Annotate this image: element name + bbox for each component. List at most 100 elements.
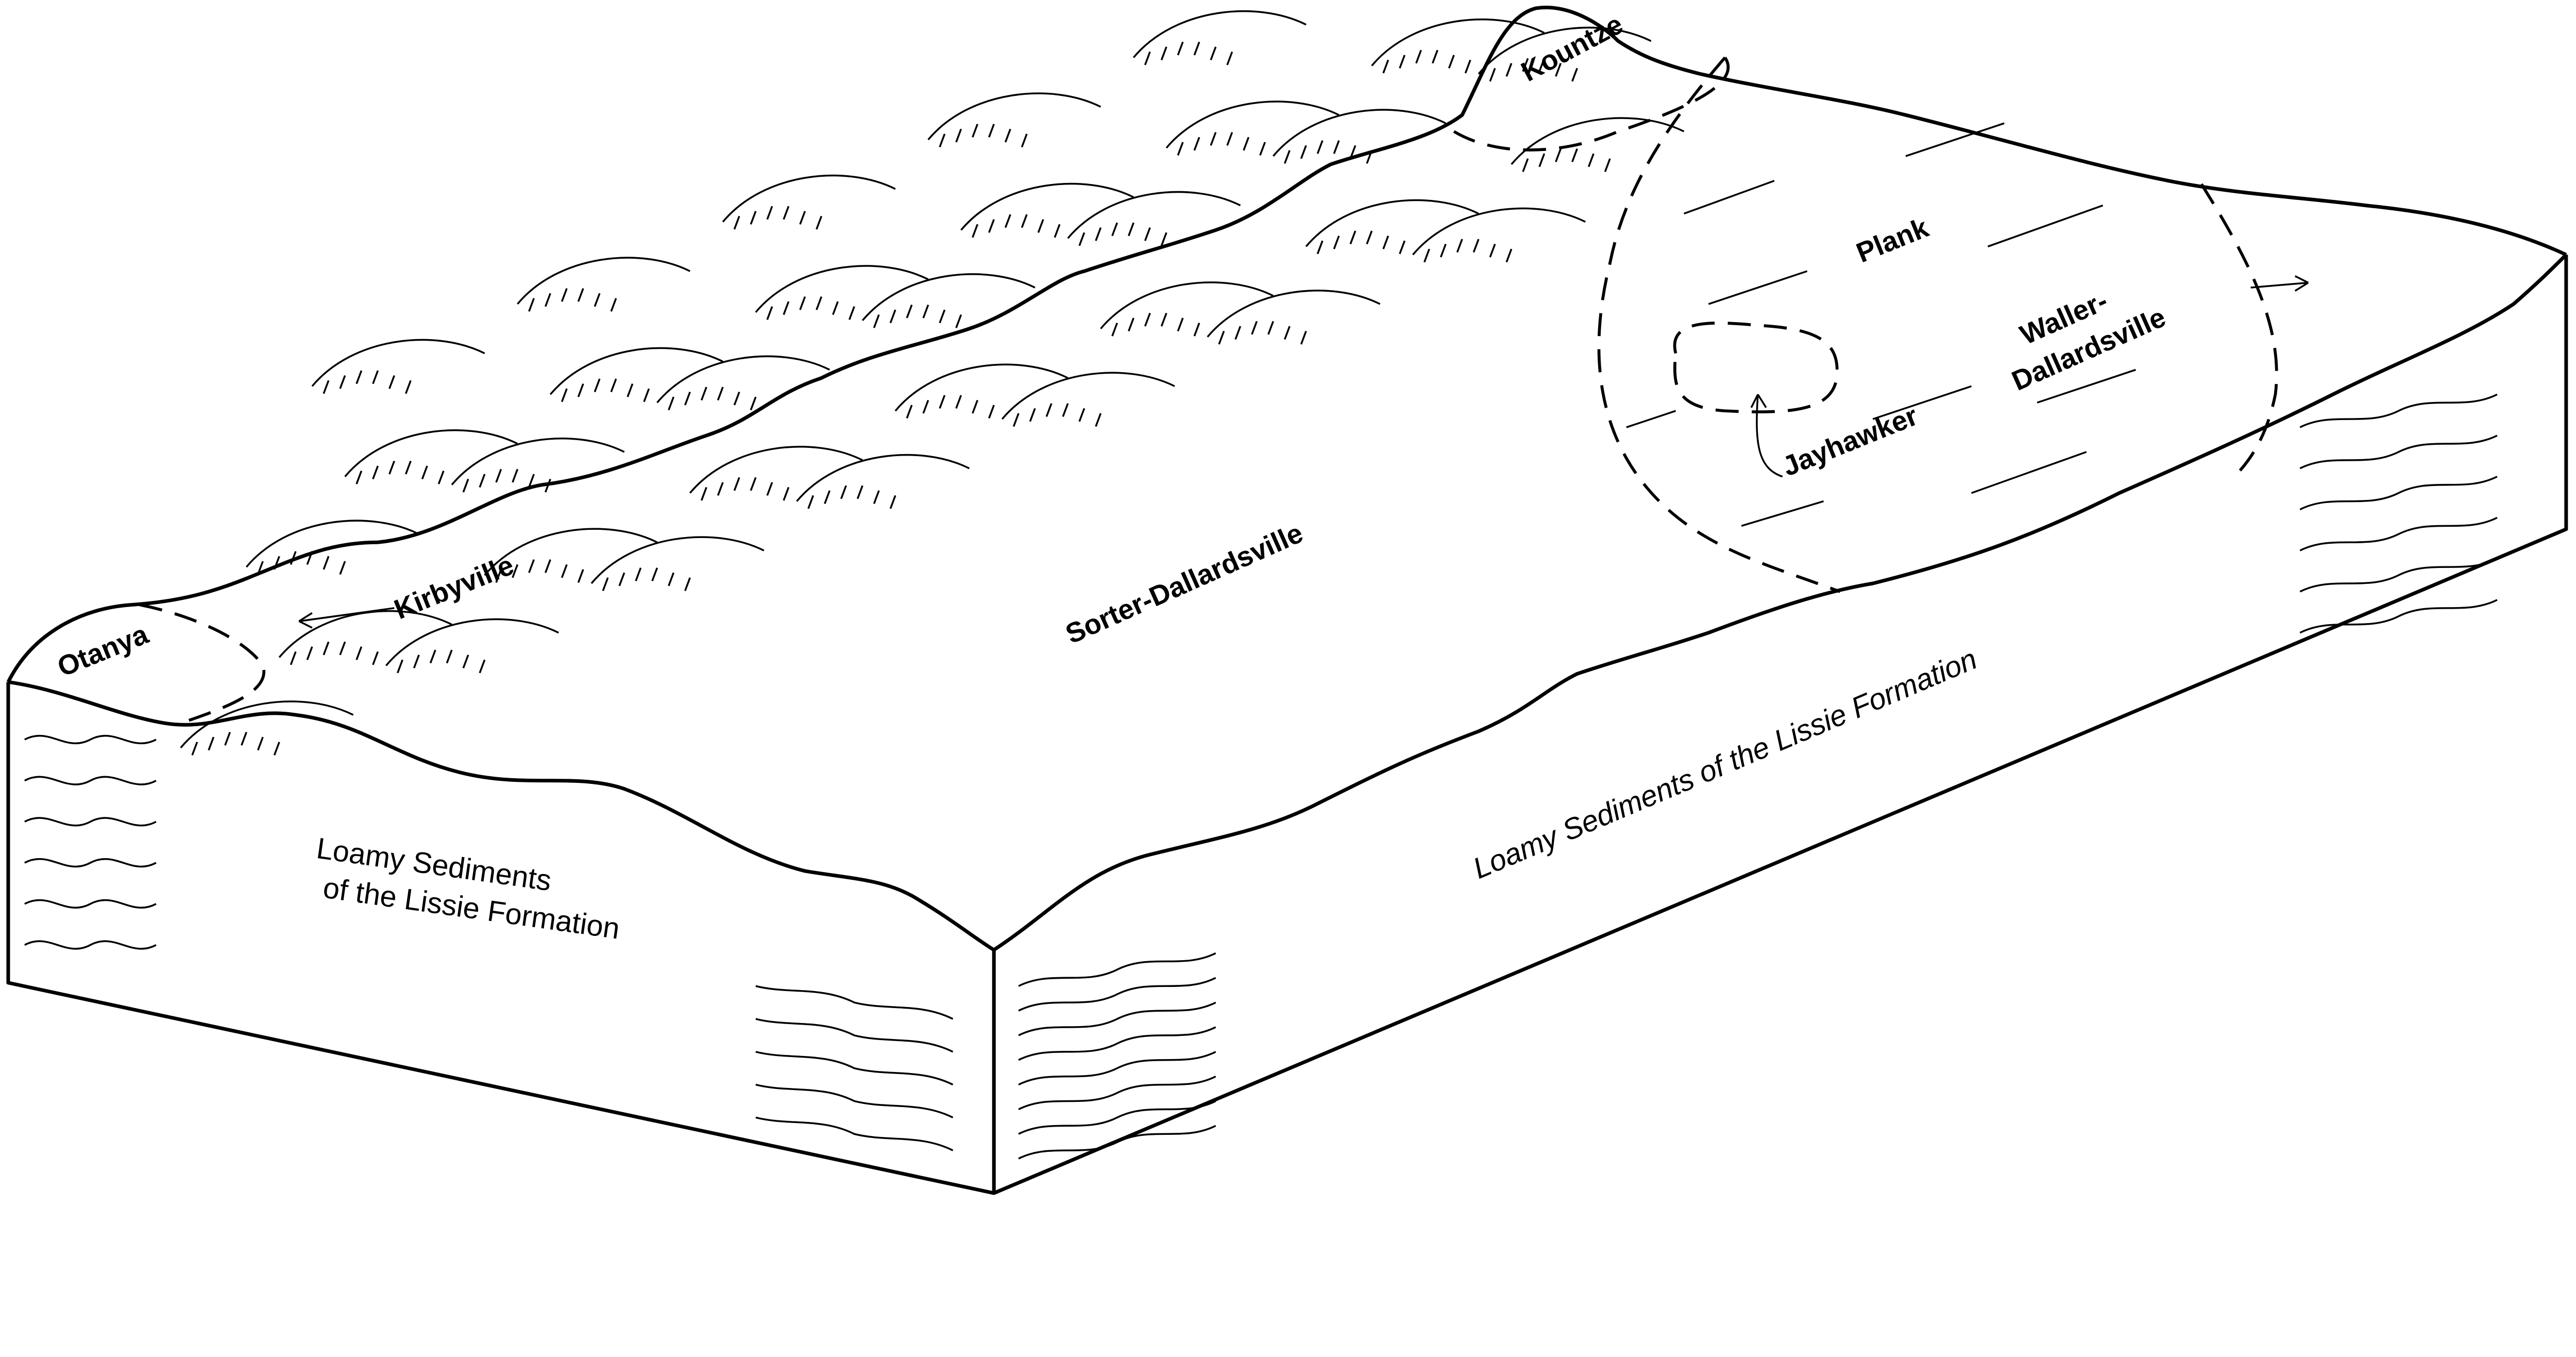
hachure [1259,142,1266,156]
kirbyville-arrow [298,607,395,629]
hachure [323,641,330,656]
hachure [1439,243,1447,258]
hachure [1456,239,1463,253]
hachure [1004,128,1011,143]
sediment-wave [1018,1001,1216,1036]
sediment-wave [1018,1076,1216,1110]
hachure [848,306,855,320]
sediment-wave [24,734,157,745]
hachure [413,655,420,668]
hachure [462,478,469,493]
hachure [388,460,395,475]
block-diagram: Kountze Otanya Kirbyville Sorter-Dallard… [6,6,2568,1195]
hachure [1177,41,1184,56]
hachure [446,649,453,664]
hachure [824,490,831,504]
jayhawker-arrow [1750,394,1783,478]
hill-crest [960,182,1134,231]
hill-crest [1100,281,1274,329]
hachure [1160,232,1167,246]
jayhawker-boundary [1673,321,1839,413]
hachure [339,641,346,656]
hachure [972,124,978,138]
hachure [1021,133,1028,148]
hachure [1555,148,1562,162]
flat-dash [1987,204,2104,247]
hachure [1128,222,1134,237]
sediment-wave [24,776,157,785]
sediment-wave [755,985,954,1020]
hachure [528,298,535,312]
hill-crest [484,528,658,576]
hill-crest [385,618,559,666]
hill-crest [861,273,1036,321]
hachure [700,487,707,501]
hachure [1243,137,1250,151]
sediment-wave [24,858,157,868]
hachure [922,399,929,414]
hachure [972,224,978,238]
hachure [437,470,445,484]
hachure [306,646,313,660]
hachure [1300,330,1307,345]
hachure [602,577,609,591]
hill-crest [1207,290,1381,338]
flat-dash [1626,410,1676,428]
hachure [939,395,946,409]
hachure [1505,248,1513,263]
hachure [717,387,724,401]
hachure [1095,413,1102,427]
hachure [1144,227,1151,241]
hachure [191,742,198,756]
hachure [1144,51,1151,65]
hachure [873,314,880,328]
sediment-wave [1018,1026,1216,1061]
hachure [429,649,436,664]
hachure [479,474,486,488]
hachure [339,561,346,575]
label-jayhawker: Jayhawker [1778,400,1922,482]
hachure [889,495,896,509]
hachure [668,572,675,587]
hachure [733,477,740,491]
hachure [1489,68,1496,82]
sediment-wave [2299,393,2498,428]
hachure [1415,49,1422,64]
hill-crest [1478,26,1652,75]
hachure [339,375,346,389]
hachure [545,293,551,307]
label-right-face-sediments: Loamy Sediments of the Lissie Formation [1468,643,1982,885]
hachure [922,304,929,319]
left-face [6,682,996,1195]
hill-crest [656,355,831,404]
hill-crest [1132,10,1307,58]
hachure [594,293,601,307]
sediment-wave [2299,516,2498,551]
hachure [290,551,297,565]
sediment-wave [755,1018,954,1053]
hill-crest [755,265,929,313]
hachure [372,465,379,480]
hachure [1004,214,1011,228]
hachure [955,395,962,409]
hachure [733,391,740,406]
hill-hachures [180,10,1685,756]
hachure [273,556,280,570]
label-kirbyville: Kirbyville [390,549,518,625]
hachure [208,736,215,751]
hachure [816,215,823,230]
hachure [1037,219,1044,233]
right-face [993,255,2568,1195]
hachure [1399,240,1406,255]
hachure [766,482,773,496]
hachure [1234,326,1242,340]
hachure [224,731,231,746]
hachure [1177,317,1184,332]
hill-crest [245,520,419,568]
hachure [561,288,568,302]
hill-crest [1511,117,1685,165]
hachure [1399,55,1406,69]
hachure [479,659,486,674]
hachure [816,296,823,310]
hachure [1095,227,1102,241]
